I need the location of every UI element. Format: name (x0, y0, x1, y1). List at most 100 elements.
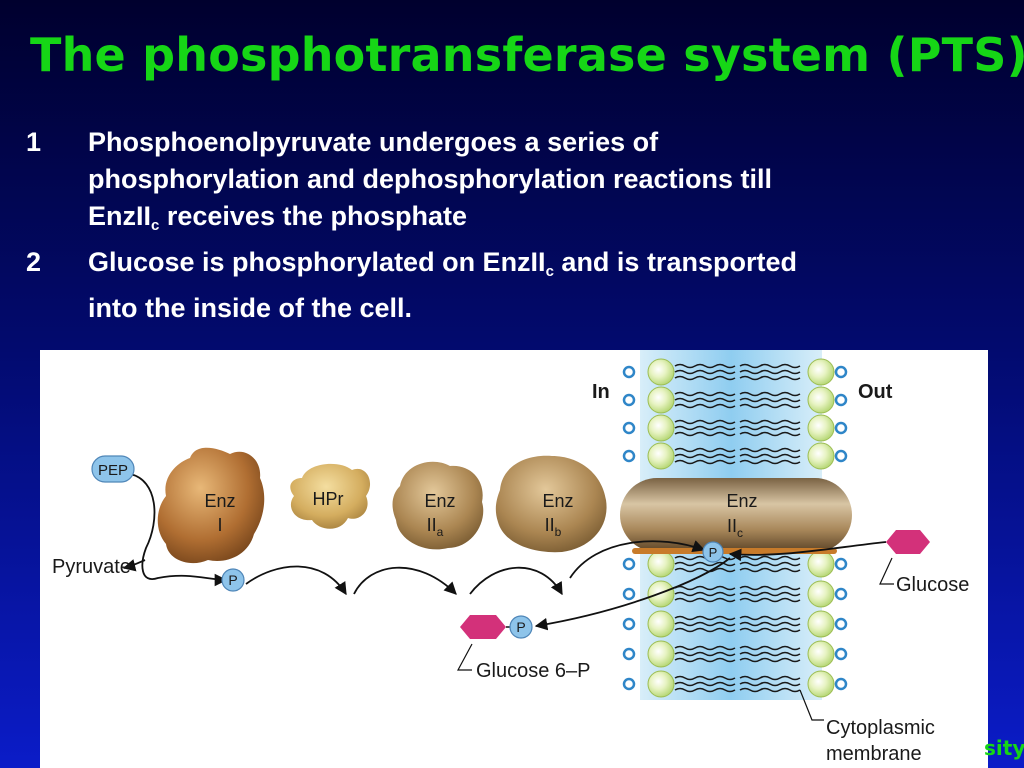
enzyme-iib: Enz IIb (495, 455, 607, 553)
pep-molecule: PEP (91, 455, 135, 483)
lipid-head (834, 587, 848, 601)
point-number: 2 (26, 247, 42, 277)
svg-text:P: P (709, 545, 718, 560)
lipid-head (622, 587, 636, 601)
lipid-head (807, 610, 835, 638)
lipid-tail (674, 627, 801, 633)
glucose-molecule: Glucose (879, 530, 969, 596)
lipid-head (834, 421, 848, 435)
reaction-arrows (122, 473, 887, 631)
lipid-head (622, 677, 636, 691)
lipid-tail (674, 425, 801, 431)
lipid-tail (674, 615, 801, 621)
lipid-head (647, 386, 675, 414)
lipid-head (647, 550, 675, 578)
hpr-label: HPr (313, 489, 344, 509)
lipid-tail (674, 687, 801, 693)
lipid-head (834, 677, 848, 691)
lipid-head (647, 414, 675, 442)
svg-text:IIa: IIa (427, 515, 444, 539)
lipid-head (622, 421, 636, 435)
lipid-tail (674, 447, 801, 453)
point-text-line: phosphorylation and dephosphorylation re… (88, 164, 773, 194)
lipid-tail (674, 375, 801, 381)
svg-text:P: P (228, 572, 237, 588)
phosphate-enz-iic: P (702, 541, 724, 563)
enzyme-iic: Enz IIc (620, 478, 852, 554)
in-label: In (592, 381, 610, 403)
lipid-tail (674, 621, 801, 627)
out-label: Out (858, 381, 893, 403)
pts-diagram: Enz IIc Enz I HPr Enz IIa Enz IIb (40, 350, 988, 768)
lipid-head (807, 414, 835, 442)
enzyme-iia: Enz IIa (392, 461, 484, 550)
lipid-head (807, 580, 835, 608)
point-text-line: Phosphoenolpyruvate undergoes a series o… (88, 127, 659, 157)
svg-text:IIb: IIb (545, 515, 562, 539)
svg-text:IIc: IIc (727, 516, 743, 540)
lipid-head (807, 550, 835, 578)
lipid-tail (674, 657, 801, 663)
slide-title: The phosphotransferase system (PTS) (30, 28, 1024, 82)
lipid-head (834, 449, 848, 463)
lipid-head (834, 557, 848, 571)
lipid-head (807, 670, 835, 698)
lipid-tail (674, 453, 801, 459)
lipid-head (834, 647, 848, 661)
lipid-tail (674, 391, 801, 397)
lipid-head (622, 617, 636, 631)
lipid-head (807, 386, 835, 414)
hpr-protein: HPr (290, 463, 371, 529)
lipid-tail (674, 567, 801, 573)
lipid-head (622, 449, 636, 463)
phosphate-enz-i: P (221, 568, 245, 592)
lipid-tail (674, 675, 801, 681)
membrane-label-line2: membrane (826, 743, 922, 765)
lipid-head (647, 358, 675, 386)
lipid-tail (674, 397, 801, 403)
lipid-tail (674, 681, 801, 687)
lipid-head (807, 442, 835, 470)
lipid-head (647, 670, 675, 698)
lipid-tail (674, 459, 801, 465)
glucose-6p-label: Glucose 6–P (476, 660, 591, 682)
pep-label: PEP (98, 462, 128, 479)
lipid-tail (674, 369, 801, 375)
point-number: 1 (26, 127, 42, 157)
lipid-head (622, 647, 636, 661)
enzyme-i: Enz I (157, 447, 265, 564)
enz-iib-label: Enz (542, 491, 573, 511)
lipid-tail (674, 585, 801, 591)
point-text-line: Glucose is phosphorylated on EnzIIc and … (88, 247, 797, 280)
enz-iic-label: Enz (726, 491, 757, 511)
svg-text:I: I (217, 515, 222, 535)
lipid-head (622, 393, 636, 407)
lipid-head (807, 640, 835, 668)
lipid-tail (674, 645, 801, 651)
lipid-head (622, 557, 636, 571)
lipid-head (647, 640, 675, 668)
point-text-line: EnzIIc receives the phosphate (88, 201, 467, 234)
glucose-label: Glucose (896, 574, 969, 596)
pyruvate-label: Pyruvate (52, 556, 131, 578)
lipid-head (834, 365, 848, 379)
enz-i-label: Enz (204, 491, 235, 511)
lipid-tail (674, 651, 801, 657)
lipid-tail (674, 597, 801, 603)
lipid-tail (674, 363, 801, 369)
lipid-head (647, 610, 675, 638)
enz-iia-label: Enz (424, 491, 455, 511)
glucose-6-phosphate: P Glucose 6–P (456, 615, 591, 682)
footer-text-fragment: sity (984, 736, 1024, 760)
lipid-tail (674, 419, 801, 425)
lipid-head (807, 358, 835, 386)
lipid-head (647, 580, 675, 608)
membrane-label-line1: Cytoplasmic (826, 717, 935, 739)
lipid-tail (674, 591, 801, 597)
lipid-tail (674, 403, 801, 409)
lipid-tail (674, 561, 801, 567)
lipid-head (834, 393, 848, 407)
lipid-head (834, 617, 848, 631)
lipid-head (647, 442, 675, 470)
svg-text:P: P (516, 619, 525, 635)
